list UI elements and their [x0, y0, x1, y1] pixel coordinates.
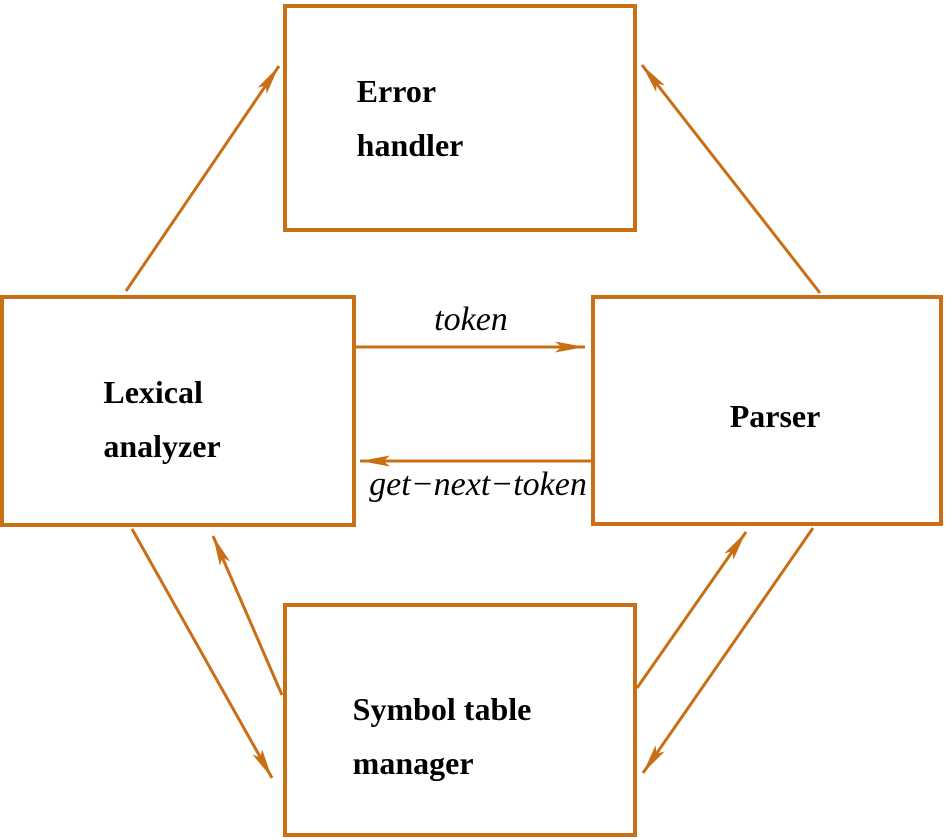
- node-error-handler: Error handler: [283, 4, 637, 232]
- node-lexical-analyzer-label: Lexical analyzer: [103, 365, 220, 473]
- node-label-line: handler: [356, 127, 464, 163]
- node-label-line: Symbol table: [352, 691, 532, 727]
- node-lexical-analyzer: Lexical analyzer: [0, 295, 356, 527]
- edge-label-token: token: [434, 301, 508, 338]
- node-label-line: Lexical: [103, 374, 203, 410]
- arrow-symbol-table-to-parser: [635, 531, 748, 689]
- node-symbol-table-manager-label: Symbol table manager: [353, 682, 532, 790]
- arrow-parser-to-symbol-table: [641, 527, 815, 774]
- node-parser: Parser: [591, 295, 943, 526]
- node-label-line: Parser: [729, 397, 821, 434]
- node-error-handler-label: Error handler: [357, 64, 464, 172]
- node-label-line: analyzer: [103, 428, 221, 464]
- arrow-lexical-to-error-handler: [124, 65, 281, 292]
- node-label-line: Error: [356, 73, 437, 109]
- edge-label-get-next-token: get−next−token: [369, 466, 587, 503]
- arrow-parser-to-error-handler: [640, 64, 822, 294]
- arrow-symbol-table-to-lexical: [211, 535, 284, 696]
- node-symbol-table-manager: Symbol table manager: [283, 603, 637, 837]
- node-parser-label: Parser: [730, 389, 821, 443]
- arrow-lexical-to-symbol-table: [130, 528, 274, 779]
- node-label-line: manager: [352, 745, 474, 781]
